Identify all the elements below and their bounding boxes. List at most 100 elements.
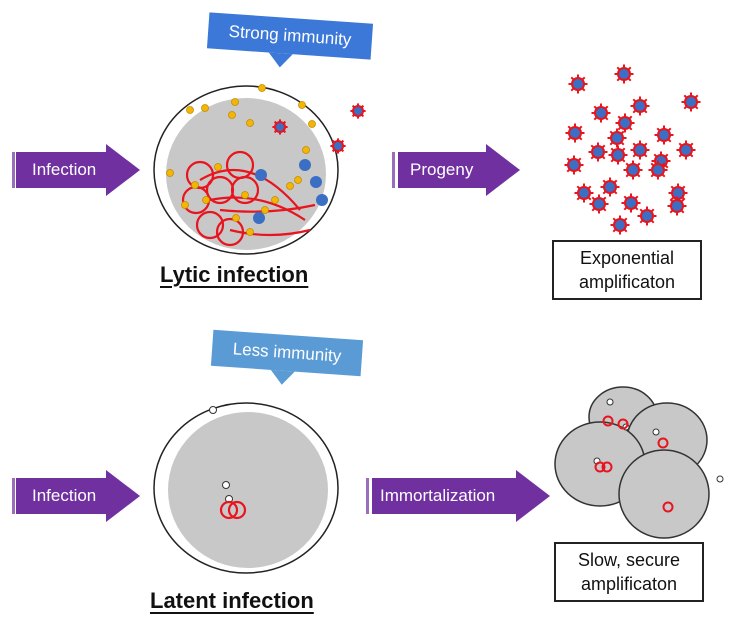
virion-icon	[272, 119, 288, 135]
virion-icon	[568, 74, 588, 94]
viral-protein-dot	[214, 163, 222, 171]
result-line-2: amplificaton	[578, 272, 676, 292]
virion-icon	[668, 183, 688, 203]
viral-protein-dot	[258, 84, 266, 92]
capsid-dot	[255, 169, 267, 181]
viral-protein-dot	[191, 181, 199, 189]
virion-icon	[610, 215, 630, 235]
virion-icon	[588, 142, 608, 162]
viral-protein-dot	[231, 98, 239, 106]
infection-label: Infection	[32, 160, 97, 179]
infection-label: Infection	[32, 486, 97, 505]
episome-circle	[657, 437, 669, 449]
infection-arrow-lytic: Infection	[12, 144, 140, 196]
virion-icon	[676, 140, 696, 160]
virion-icon	[667, 196, 687, 216]
virion-icon	[608, 145, 628, 165]
arrow-stripe	[366, 478, 369, 514]
progeny-label: Progeny	[410, 160, 474, 179]
virion-icon	[564, 155, 584, 175]
viral-protein-dot	[261, 206, 269, 214]
arrow-body	[16, 152, 108, 188]
virion-icon	[637, 206, 657, 226]
viral-protein-dot	[294, 176, 302, 184]
immortalization-label: Immortalization	[380, 486, 496, 505]
arrow-head	[106, 144, 140, 196]
virion-icon	[600, 177, 620, 197]
arrow-stripe	[12, 152, 15, 188]
virion-icon	[615, 113, 635, 133]
episome-circle	[594, 461, 606, 473]
viral-dna-strand	[209, 196, 306, 221]
viral-protein-dot	[298, 101, 306, 109]
viral-protein-dot	[271, 196, 279, 204]
viral-protein-dot	[286, 182, 294, 190]
episome-circle	[602, 415, 614, 427]
viral-protein-dot	[228, 111, 236, 119]
virion-icon	[591, 103, 611, 123]
result-line-1: Slow, secure	[577, 550, 681, 570]
virion-icon	[681, 92, 701, 112]
daughter-cell	[618, 449, 710, 539]
virion-icon	[607, 128, 627, 148]
arrow-body	[398, 152, 488, 188]
virion-icon	[623, 160, 643, 180]
episome-dot	[716, 475, 724, 483]
viral-protein-dot	[232, 214, 240, 222]
viral-protein-dot	[302, 146, 310, 154]
viral-protein-dot	[308, 120, 316, 128]
episome-circle	[601, 461, 613, 473]
viral-dna-strand	[229, 228, 311, 237]
nucleus	[168, 412, 328, 568]
virion-icon	[565, 123, 585, 143]
arrow-head	[106, 470, 140, 522]
arrow-body	[372, 478, 518, 514]
viral-protein-dot	[202, 196, 210, 204]
infection-arrow-latent: Infection	[12, 470, 140, 522]
arrow-stripe	[392, 152, 395, 188]
episome-circle	[227, 500, 247, 520]
arrow-head	[486, 144, 520, 196]
capsid-dot	[299, 159, 311, 171]
episome-circle	[219, 500, 239, 520]
virion-icon	[330, 138, 346, 154]
episome-dot	[652, 428, 660, 436]
viral-dna-strand	[219, 203, 316, 213]
virion-icon	[630, 140, 650, 160]
viral-protein-dot	[201, 104, 209, 112]
progeny-arrow: Progeny	[392, 144, 520, 196]
viral-protein-dot	[186, 106, 194, 114]
viral-protein-dot	[246, 119, 254, 127]
episome-dot	[209, 406, 217, 414]
capsid-dot	[310, 176, 322, 188]
immortalization-arrow: Immortalization	[366, 470, 550, 522]
viral-dna-loop	[225, 150, 255, 180]
result-line-1: Exponential	[579, 248, 675, 268]
viral-protein-dot	[166, 169, 174, 177]
lytic-infection-title: Lytic infection	[160, 262, 309, 287]
viral-protein-dot	[241, 191, 249, 199]
virion-icon	[648, 160, 668, 180]
viral-dna-loop	[185, 160, 215, 190]
virion-icon	[621, 193, 641, 213]
result-line-2: amplificaton	[580, 574, 678, 594]
capsid-dot	[316, 194, 328, 206]
virion-icon	[630, 96, 650, 116]
episome-dot	[606, 398, 614, 406]
viral-protein-dot	[246, 228, 254, 236]
slow-secure-amplification-box: Slow, secure amplificaton	[554, 542, 704, 602]
virion-icon	[654, 125, 674, 145]
viral-dna-loop	[195, 210, 225, 240]
episome-circle	[662, 501, 674, 513]
viral-protein-dot	[181, 201, 189, 209]
arrow-body	[16, 478, 108, 514]
exponential-amplification-box: Exponential amplificaton	[552, 240, 702, 300]
episome-dot	[222, 481, 230, 489]
episome-circle	[617, 418, 629, 430]
virion-icon	[574, 183, 594, 203]
arrow-stripe	[12, 478, 15, 514]
